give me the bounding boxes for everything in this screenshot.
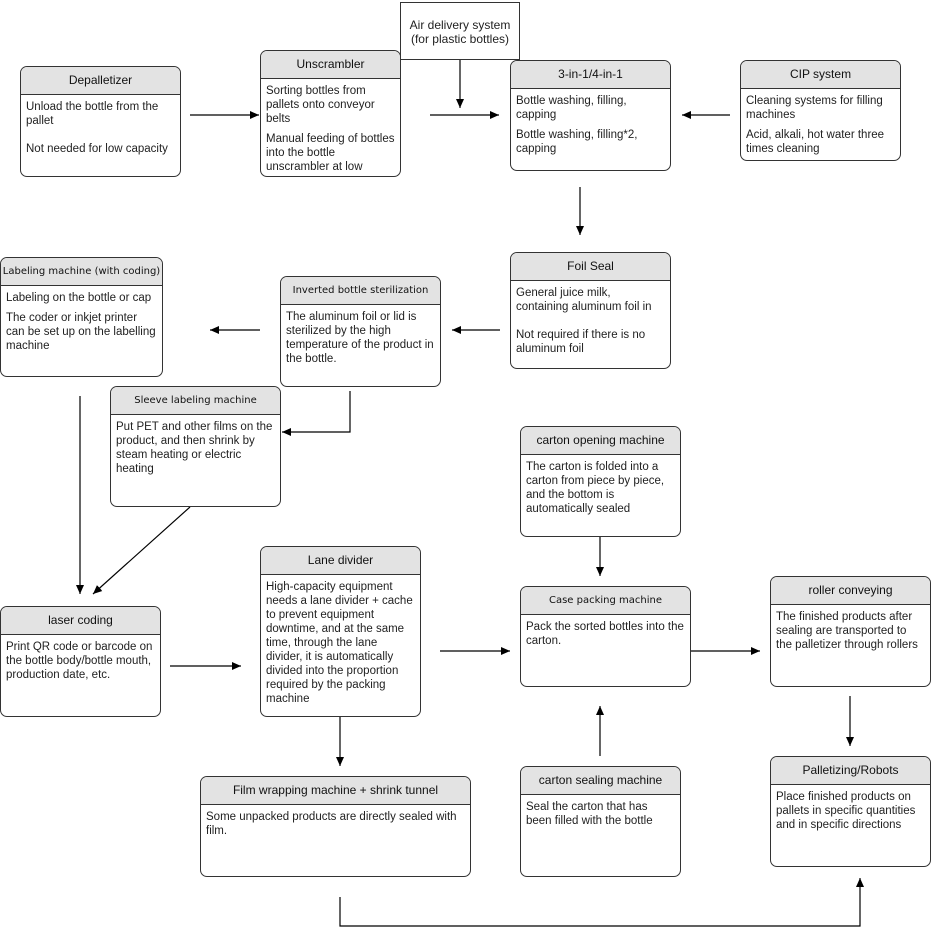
- laser-coding-node: laser coding Print QR code or barcode on…: [0, 606, 161, 717]
- node-title: Foil Seal: [511, 253, 670, 281]
- case-packing-node: Case packing machine Pack the sorted bot…: [520, 586, 691, 687]
- carton-opening-node: carton opening machine The carton is fol…: [520, 426, 681, 537]
- node-text: Seal the carton that has been filled wit…: [526, 801, 653, 827]
- node-text: High-capacity equipment needs a lane div…: [266, 581, 413, 705]
- node-text: Cleaning systems for filling machines: [746, 95, 883, 121]
- node-body: Some unpacked products are directly seal…: [201, 805, 470, 838]
- node-title: Unscrambler: [261, 51, 400, 79]
- node-text: The finished products after sealing are …: [776, 611, 918, 651]
- node-body: Print QR code or barcode on the bottle b…: [1, 635, 160, 682]
- arrow-film-to-palletizing: [339, 878, 864, 927]
- node-body: High-capacity equipment needs a lane div…: [261, 575, 420, 706]
- node-title: Case packing machine: [521, 587, 690, 615]
- node-text: Bottle washing, filling*2, capping: [516, 129, 638, 155]
- filler-node: 3-in-1/4-in-1 Bottle washing, filling, c…: [510, 60, 671, 171]
- film-wrapping-node: Film wrapping machine + shrink tunnel So…: [200, 776, 471, 877]
- node-body: Pack the sorted bottles into the carton.: [521, 615, 690, 648]
- inverted-sterilization-node: Inverted bottle sterilization The alumin…: [280, 276, 441, 387]
- node-text: Put PET and other films on the product, …: [116, 421, 273, 475]
- node-body: Bottle washing, filling, capping Bottle …: [511, 89, 670, 156]
- node-title: Film wrapping machine + shrink tunnel: [201, 777, 470, 805]
- node-text: Unload the bottle from the pallet: [26, 101, 159, 127]
- air-delivery-box: Air delivery system (for plastic bottles…: [400, 2, 520, 60]
- cip-node: CIP system Cleaning systems for filling …: [740, 60, 901, 161]
- foil-seal-node: Foil Seal General juice milk, containing…: [510, 252, 671, 369]
- node-text: Acid, alkali, hot water three times clea…: [746, 129, 885, 155]
- node-title: carton sealing machine: [521, 767, 680, 795]
- node-text: Bottle washing, filling, capping: [516, 95, 627, 121]
- node-text: The aluminum foil or lid is sterilized b…: [286, 311, 434, 365]
- sleeve-labeling-node: Sleeve labeling machine Put PET and othe…: [110, 386, 281, 507]
- air-delivery-line1: Air delivery system: [409, 18, 511, 32]
- arrow-sleeve-to-laser: [92, 506, 191, 595]
- node-body: The finished products after sealing are …: [771, 605, 930, 652]
- node-body: Cleaning systems for filling machines Ac…: [741, 89, 900, 156]
- node-title: Labeling machine (with coding): [1, 258, 162, 286]
- node-text: Print QR code or barcode on the bottle b…: [6, 641, 153, 681]
- palletizing-node: Palletizing/Robots Place finished produc…: [770, 756, 931, 867]
- node-title: Depalletizer: [21, 67, 180, 95]
- node-text: Place finished products on pallets in sp…: [776, 791, 916, 831]
- node-title: CIP system: [741, 61, 900, 89]
- labeling-machine-node: Labeling machine (with coding) Labeling …: [0, 257, 163, 377]
- node-title: Inverted bottle sterilization: [281, 277, 440, 305]
- air-delivery-line2: (for plastic bottles): [410, 32, 510, 46]
- node-title: carton opening machine: [521, 427, 680, 455]
- depalletizer-node: Depalletizer Unload the bottle from the …: [20, 66, 181, 177]
- carton-sealing-node: carton sealing machine Seal the carton t…: [520, 766, 681, 877]
- node-body: Place finished products on pallets in sp…: [771, 785, 930, 832]
- node-body: Put PET and other films on the product, …: [111, 415, 280, 476]
- roller-conveying-node: roller conveying The finished products a…: [770, 576, 931, 687]
- node-title: Sleeve labeling machine: [111, 387, 280, 415]
- node-body: Unload the bottle from the pallet Not ne…: [21, 95, 180, 156]
- node-title: roller conveying: [771, 577, 930, 605]
- node-text: Not required if there is no aluminum foi…: [516, 329, 646, 355]
- node-text: The carton is folded into a carton from …: [526, 461, 665, 515]
- node-body: Sorting bottles from pallets onto convey…: [261, 79, 400, 176]
- node-text: Sorting bottles from pallets onto convey…: [266, 85, 375, 125]
- node-body: The carton is folded into a carton from …: [521, 455, 680, 516]
- node-body: Labeling on the bottle or cap The coder …: [1, 286, 162, 353]
- node-text: Some unpacked products are directly seal…: [206, 811, 457, 837]
- node-body: General juice milk, containing aluminum …: [511, 281, 670, 356]
- node-text: Manual feeding of bottles into the bottl…: [266, 133, 395, 173]
- node-title: Lane divider: [261, 547, 420, 575]
- node-title: Palletizing/Robots: [771, 757, 930, 785]
- node-title: 3-in-1/4-in-1: [511, 61, 670, 89]
- node-title: laser coding: [1, 607, 160, 635]
- node-text: General juice milk, containing aluminum …: [516, 287, 652, 313]
- node-body: The aluminum foil or lid is sterilized b…: [281, 305, 440, 366]
- node-text: The coder or inkjet printer can be set u…: [6, 312, 156, 352]
- node-text: Pack the sorted bottles into the carton.: [526, 621, 684, 647]
- node-body: Seal the carton that has been filled wit…: [521, 795, 680, 828]
- unscrambler-node: Unscrambler Sorting bottles from pallets…: [260, 50, 401, 177]
- node-text: Not needed for low capacity: [26, 143, 168, 155]
- lane-divider-node: Lane divider High-capacity equipment nee…: [260, 546, 421, 717]
- arrow-inverted-to-sleeve: [282, 391, 351, 436]
- node-text: Labeling on the bottle or cap: [6, 292, 152, 304]
